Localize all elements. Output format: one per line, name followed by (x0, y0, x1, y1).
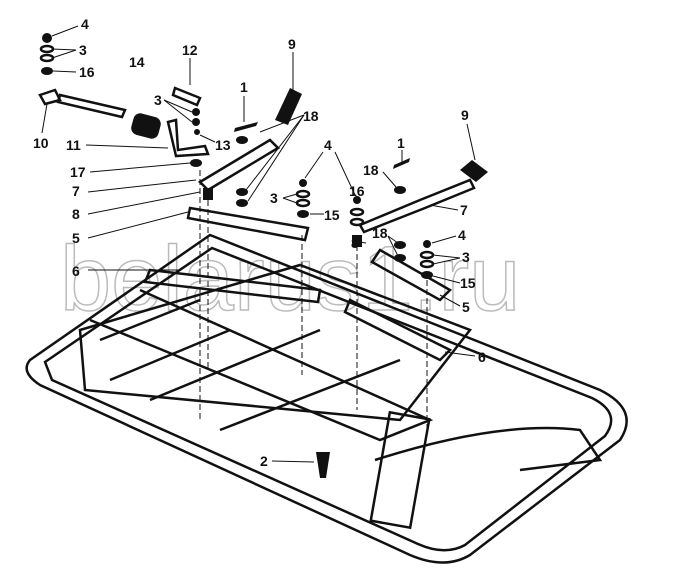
callout-15: 15 (324, 207, 340, 223)
callout-9: 9 (461, 107, 469, 123)
callout-4: 4 (81, 16, 89, 32)
callout-labels: 4 3 16 10 14 12 3 11 13 1 9 18 17 7 8 5 … (33, 16, 486, 469)
callout-18: 18 (372, 225, 388, 241)
callout-8: 8 (72, 206, 80, 222)
callout-1: 1 (240, 79, 248, 95)
callout-15: 15 (460, 275, 476, 291)
callout-4: 4 (458, 227, 466, 243)
callout-9: 9 (288, 36, 296, 52)
left-lever-assembly (38, 33, 310, 420)
callout-1: 1 (397, 135, 405, 151)
leader-lines (41, 25, 476, 463)
callout-18: 18 (363, 162, 379, 178)
callout-6: 6 (478, 349, 486, 365)
callout-7: 7 (460, 202, 468, 218)
callout-5: 5 (462, 299, 470, 315)
callout-10: 10 (33, 135, 49, 151)
callout-3: 3 (462, 249, 470, 265)
callout-3: 3 (270, 190, 278, 206)
mower-frame (25, 233, 628, 564)
callout-18: 18 (303, 108, 319, 124)
callout-3: 3 (79, 42, 87, 58)
callout-3: 3 (154, 92, 162, 108)
callout-16: 16 (79, 64, 95, 80)
callout-7: 7 (72, 183, 80, 199)
callout-12: 12 (182, 42, 198, 58)
callout-14: 14 (129, 54, 145, 70)
callout-8: 8 (351, 235, 359, 251)
callout-6: 6 (72, 263, 80, 279)
callout-5: 5 (72, 230, 80, 246)
callout-16: 16 (349, 183, 365, 199)
callout-4: 4 (324, 137, 332, 153)
callout-13: 13 (215, 137, 231, 153)
callout-11: 11 (66, 137, 81, 153)
callout-2: 2 (260, 453, 268, 469)
callout-17: 17 (70, 164, 86, 180)
